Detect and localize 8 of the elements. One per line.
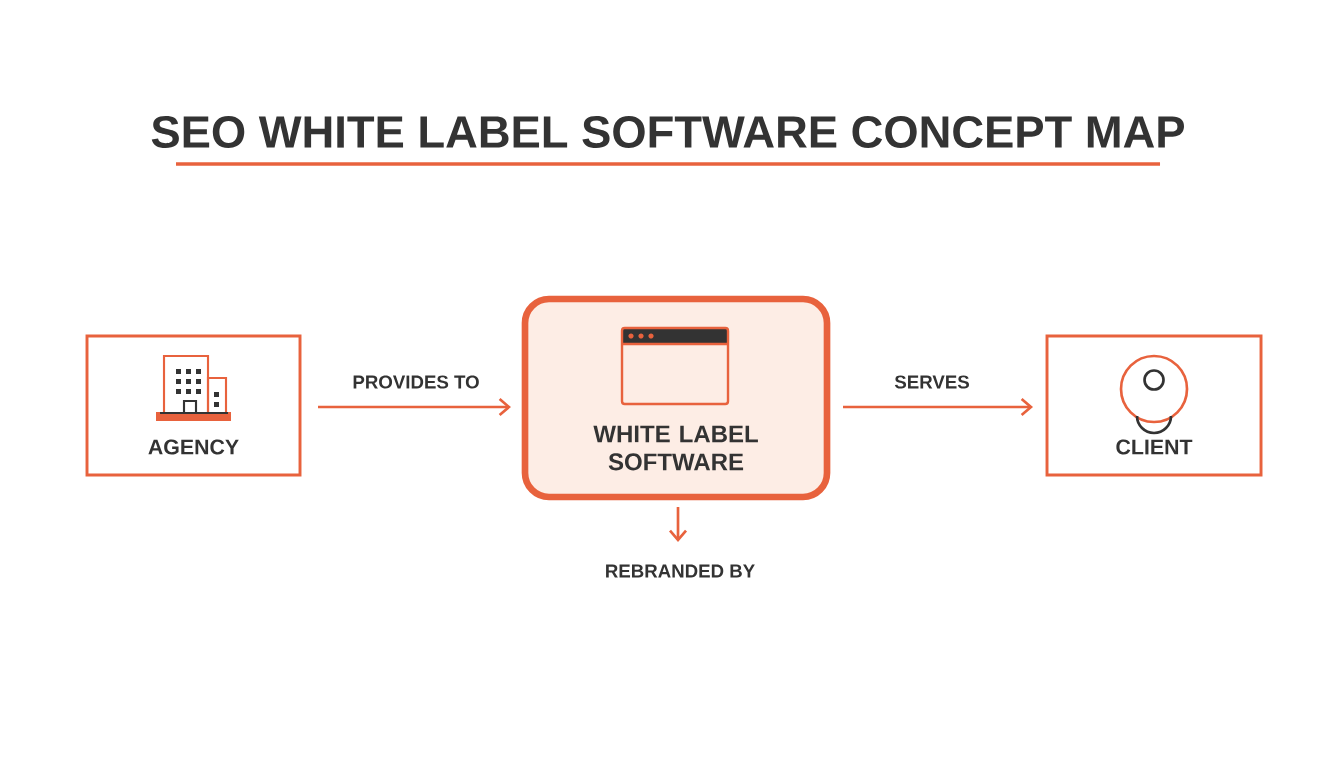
concept-box: AGENCY	[85, 334, 302, 477]
arrow	[318, 398, 511, 417]
arrow	[669, 507, 688, 542]
software-box: WHITE LABEL SOFTWARE	[521, 295, 831, 501]
title: SEO WHITE LABEL SOFTWARE CONCEPT MAP	[151, 115, 1184, 149]
concept-box: CLIENT	[1045, 334, 1263, 477]
concept-text: REBRANDED BY	[606, 564, 755, 578]
arrow	[843, 398, 1034, 417]
